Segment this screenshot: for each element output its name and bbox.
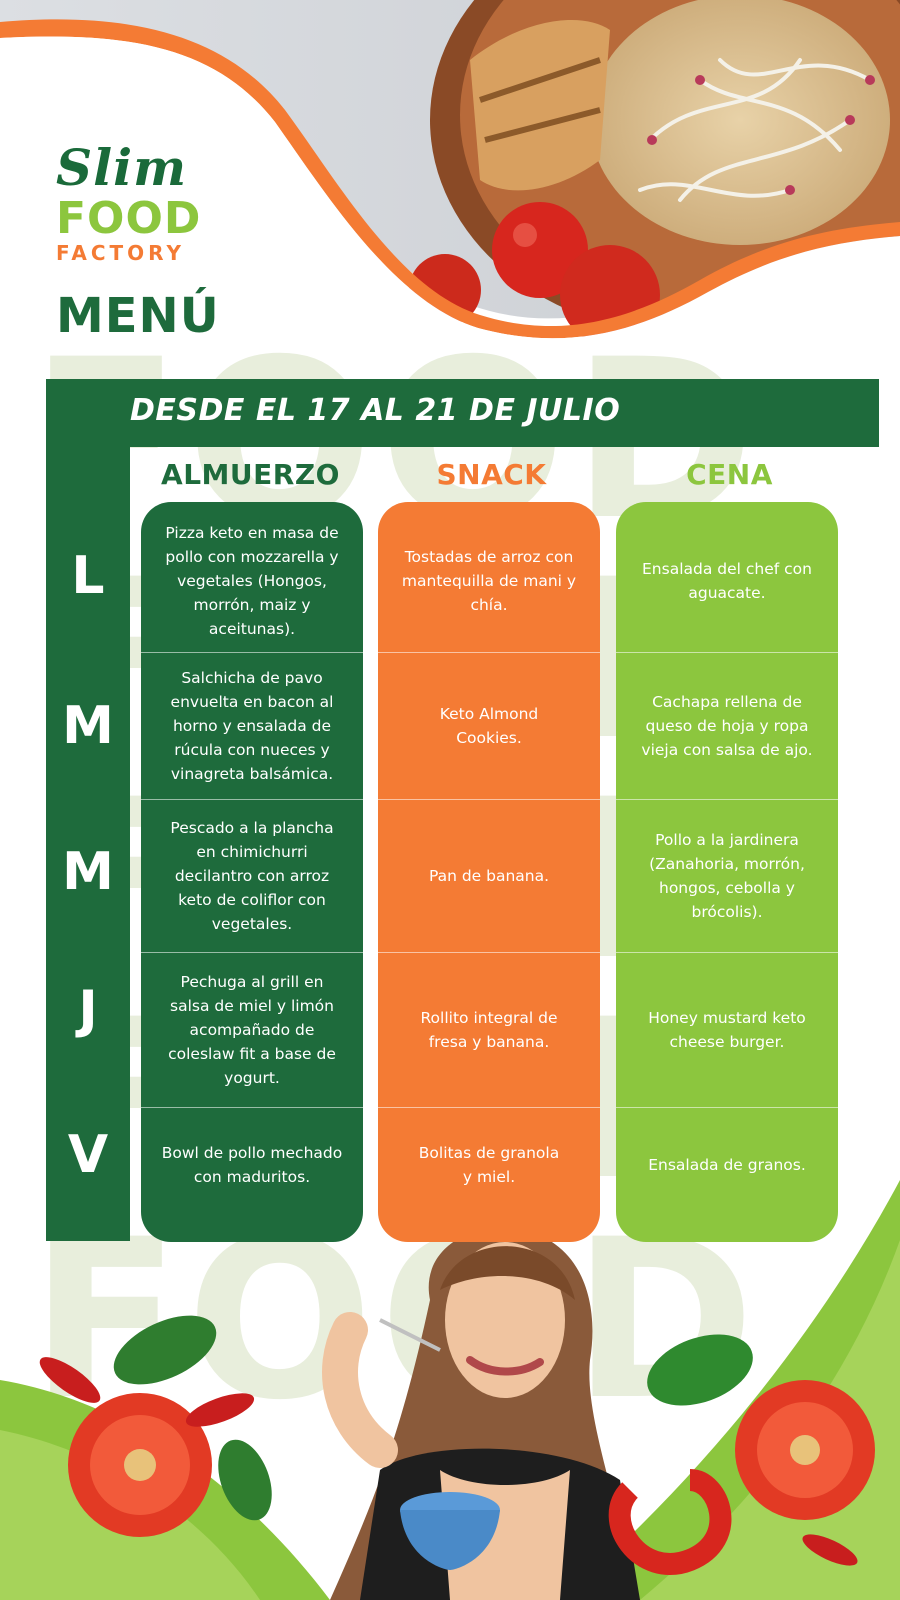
menu-cell: Ensalada de granos. <box>616 1107 838 1242</box>
menu-cell: Pan de banana. <box>378 799 600 952</box>
brand-food: FOOD <box>56 193 202 244</box>
menu-cell: Bolitas de granola y miel. <box>378 1107 600 1242</box>
date-banner <box>46 379 879 447</box>
snack-column: Tostadas de arroz con mantequilla de man… <box>378 502 600 1242</box>
menu-cell: Ensalada del chef con aguacate. <box>642 560 812 602</box>
menu-cell: Honey mustard keto cheese burger. <box>616 952 838 1107</box>
menu-title: MENÚ <box>56 288 220 344</box>
menu-cell: Salchicha de pavo envuelta en bacon al h… <box>141 652 363 799</box>
menu-cell: Pescado a la plancha en chimichurri deci… <box>141 799 363 952</box>
top-food-photo <box>0 0 900 340</box>
menu-cell: Keto Almond Cookies. <box>378 652 600 799</box>
day-letter: V <box>67 1125 109 1185</box>
menu-cell: Pollo a la jardinera (Zanahoria, morrón,… <box>616 799 838 952</box>
watermark-text: FOOD <box>30 1192 761 1448</box>
column-header-almuerzo: ALMUERZO <box>161 458 340 491</box>
menu-cell: Rollito integral de fresa y banana. <box>378 952 600 1107</box>
bottom-food-decoration <box>0 1180 900 1600</box>
cena-column: Ensalada del chef con aguacate. Cachapa … <box>616 502 838 1242</box>
almuerzo-column: Pizza keto en masa de pollo con mozzarel… <box>141 502 363 1242</box>
menu-cell: Cachapa rellena de queso de hoja y ropa … <box>616 652 838 799</box>
day-letter: M <box>62 696 114 756</box>
day-letter: L <box>71 546 105 606</box>
menu-cell: Pizza keto en masa de pollo con mozzarel… <box>165 524 339 638</box>
brand-factory: FACTORY <box>56 241 185 265</box>
menu-cell: Bowl de pollo mechado con maduritos. <box>141 1107 363 1242</box>
menu-cell: Pechuga al grill en salsa de miel y limó… <box>141 952 363 1107</box>
day-letter: J <box>78 980 98 1040</box>
date-range-title: DESDE EL 17 AL 21 DE JULIO <box>130 393 621 428</box>
column-header-snack: SNACK <box>436 458 547 491</box>
brand-logo: Slim FOOD FACTORY <box>56 138 226 265</box>
day-rail <box>46 379 130 1241</box>
day-letter: M <box>62 842 114 902</box>
menu-cell: Tostadas de arroz con mantequilla de man… <box>401 548 577 614</box>
column-header-cena: CENA <box>686 458 773 491</box>
brand-slim: Slim <box>56 138 188 197</box>
